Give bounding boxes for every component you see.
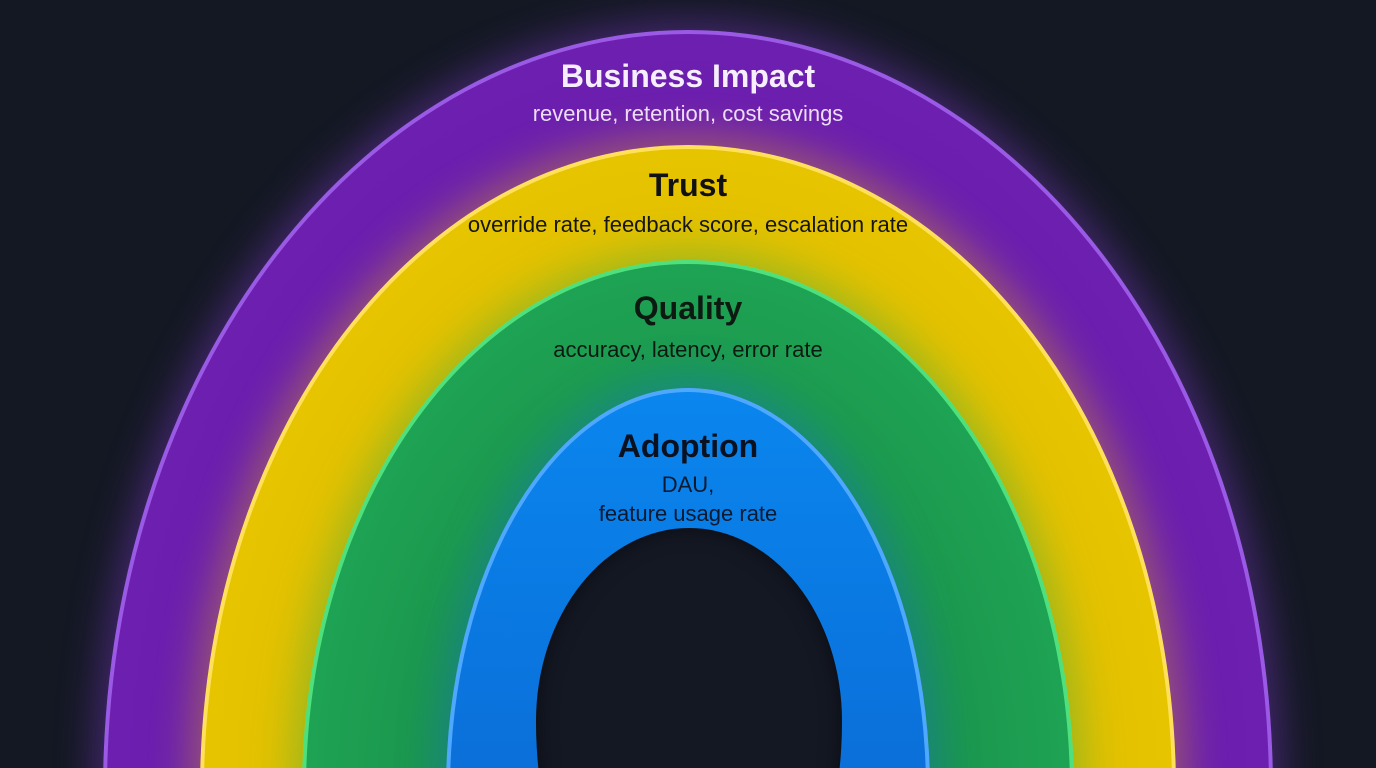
quality-metrics: accuracy, latency, error rate	[553, 337, 823, 362]
business-impact-label: Business Impact revenue, retention, cost…	[0, 58, 1376, 128]
adoption-metric-feature-usage: feature usage rate	[598, 501, 778, 526]
trust-title: Trust	[648, 167, 728, 203]
quality-title: Quality	[633, 290, 743, 326]
trust-metrics: override rate, feedback score, escalatio…	[467, 212, 909, 237]
business-impact-title: Business Impact	[560, 58, 816, 94]
adoption-title: Adoption	[617, 428, 759, 464]
adoption-metric-dau: DAU,	[661, 472, 715, 497]
adoption-label: Adoption DAU, feature usage rate	[0, 428, 1376, 528]
trust-label: Trust override rate, feedback score, esc…	[0, 167, 1376, 239]
quality-label: Quality accuracy, latency, error rate	[0, 290, 1376, 364]
business-impact-metrics: revenue, retention, cost savings	[532, 101, 844, 126]
adoption-metrics: DAU, feature usage rate	[0, 470, 1376, 528]
